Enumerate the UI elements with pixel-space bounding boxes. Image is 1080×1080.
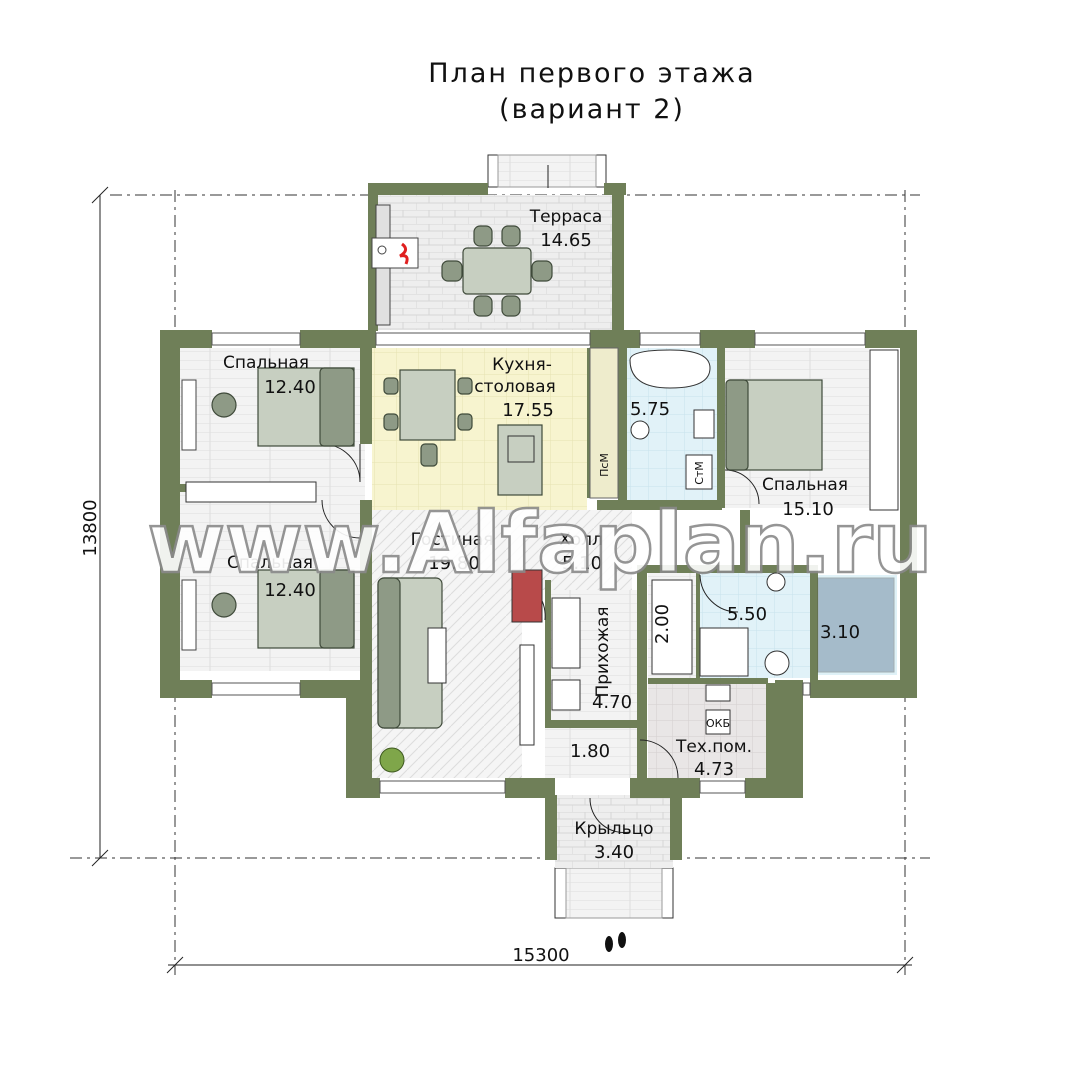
wardrobe-shelves bbox=[651, 579, 693, 675]
living-furniture bbox=[377, 569, 543, 773]
bbq-grill bbox=[371, 204, 419, 326]
toilet bbox=[766, 572, 786, 592]
watermark: www.Alfaplan.ru bbox=[148, 494, 933, 592]
kitchen-area: 17.55 bbox=[502, 400, 554, 421]
kitchen-name-line1: Кухня- bbox=[492, 355, 552, 375]
terrace-chair bbox=[473, 295, 493, 317]
tech-name: Тех.пом. bbox=[675, 737, 752, 757]
shoe-cabinet bbox=[551, 679, 581, 711]
entry-area: 4.70 bbox=[592, 692, 632, 713]
bath-1-area: 5.75 bbox=[630, 399, 670, 420]
terrace-name: Терраса bbox=[529, 207, 603, 227]
kitchen-furniture: ПсМ bbox=[383, 347, 619, 499]
wardrobe-area: 2.00 bbox=[652, 604, 673, 644]
terrace-chair bbox=[501, 225, 521, 247]
kitchen-name-line2: столовая bbox=[474, 377, 556, 397]
bedroom-2-name: Спальная bbox=[227, 553, 313, 573]
bath-1-fixtures: СтМ bbox=[629, 349, 715, 490]
sauna-bench bbox=[817, 577, 895, 673]
porch-steps bbox=[554, 867, 674, 919]
bedroom-1-name: Спальная bbox=[223, 353, 309, 373]
bedroom-1-area: 12.40 bbox=[264, 377, 316, 398]
terrace-table bbox=[462, 247, 532, 295]
bathtub bbox=[629, 349, 711, 389]
boiler bbox=[705, 684, 731, 702]
living-area: 19.80 bbox=[428, 553, 480, 574]
bedroom-3-name: Спальная bbox=[762, 475, 848, 495]
sauna-area: 3.10 bbox=[820, 622, 860, 643]
bedroom-2-area: 12.40 bbox=[264, 580, 316, 601]
sauna-floor bbox=[815, 575, 897, 675]
entrance-footprints-icon bbox=[605, 932, 626, 952]
fireplace bbox=[511, 569, 543, 623]
plan-title-line1: План первого этажа bbox=[428, 58, 755, 89]
bath-2-area: 5.50 bbox=[727, 604, 767, 625]
bed-headboard bbox=[319, 569, 355, 649]
sink bbox=[764, 650, 790, 676]
terrace-dining-set bbox=[441, 225, 553, 317]
entry-name: Прихожая bbox=[593, 606, 613, 697]
fire-icon bbox=[399, 242, 409, 265]
room-labels: Терраса 14.65 Спальная 12.40 Кухня- стол… bbox=[223, 207, 860, 863]
bed-headboard bbox=[319, 367, 355, 447]
bed-headboard bbox=[725, 379, 749, 471]
office-chair bbox=[211, 392, 237, 418]
tv-stand bbox=[519, 644, 535, 746]
office-chair bbox=[211, 592, 237, 618]
walls bbox=[160, 183, 917, 860]
windows bbox=[211, 332, 866, 794]
porch-area: 3.40 bbox=[594, 842, 634, 863]
desk bbox=[181, 379, 197, 451]
height-dimension: 13800 bbox=[80, 499, 101, 556]
bedroom-1-furniture bbox=[181, 367, 355, 503]
cooktop bbox=[507, 435, 535, 463]
terrace-chair bbox=[441, 260, 463, 282]
dining-table bbox=[399, 369, 456, 441]
toilet bbox=[630, 420, 650, 440]
shower bbox=[699, 627, 749, 677]
bedroom-3-area: 15.10 bbox=[782, 499, 834, 520]
dishwasher-label: ПсМ bbox=[598, 453, 611, 477]
coffee-table bbox=[427, 627, 447, 684]
bedroom-2-furniture bbox=[181, 569, 355, 651]
porch-name: Крыльцо bbox=[574, 819, 653, 839]
coat-rack bbox=[551, 597, 581, 669]
sofa-back bbox=[377, 577, 401, 729]
kitchen-counter bbox=[589, 347, 619, 499]
storage-area: 1.80 bbox=[570, 741, 610, 762]
bath-2-fixtures bbox=[699, 572, 895, 677]
terrace-chair bbox=[473, 225, 493, 247]
wardrobe-rod bbox=[185, 481, 317, 503]
plant-icon bbox=[379, 747, 405, 773]
terrace-chair bbox=[531, 260, 553, 282]
terrace-chair bbox=[501, 295, 521, 317]
washer bbox=[685, 454, 713, 490]
boiler-label: ОКБ bbox=[706, 717, 730, 730]
hall-area: 5.10 bbox=[562, 553, 602, 574]
washer-label: СтМ bbox=[693, 461, 706, 485]
sink bbox=[693, 409, 715, 439]
terrace-steps bbox=[487, 154, 607, 188]
boiler-unit bbox=[705, 709, 731, 735]
terrace-area: 14.65 bbox=[540, 230, 592, 251]
closet bbox=[869, 349, 899, 511]
width-dimension: 15300 bbox=[512, 945, 569, 966]
bedroom-3-furniture bbox=[725, 349, 899, 511]
entry-furniture: ОКБ bbox=[551, 579, 731, 735]
tech-area: 4.73 bbox=[694, 759, 734, 780]
living-name: Гостиная bbox=[411, 530, 494, 550]
hall-name: Холл bbox=[559, 530, 603, 550]
storage-floor bbox=[545, 728, 637, 778]
plan-title-line2: (вариант 2) bbox=[499, 94, 685, 125]
desk bbox=[181, 579, 197, 651]
kitchen-island bbox=[497, 424, 543, 496]
